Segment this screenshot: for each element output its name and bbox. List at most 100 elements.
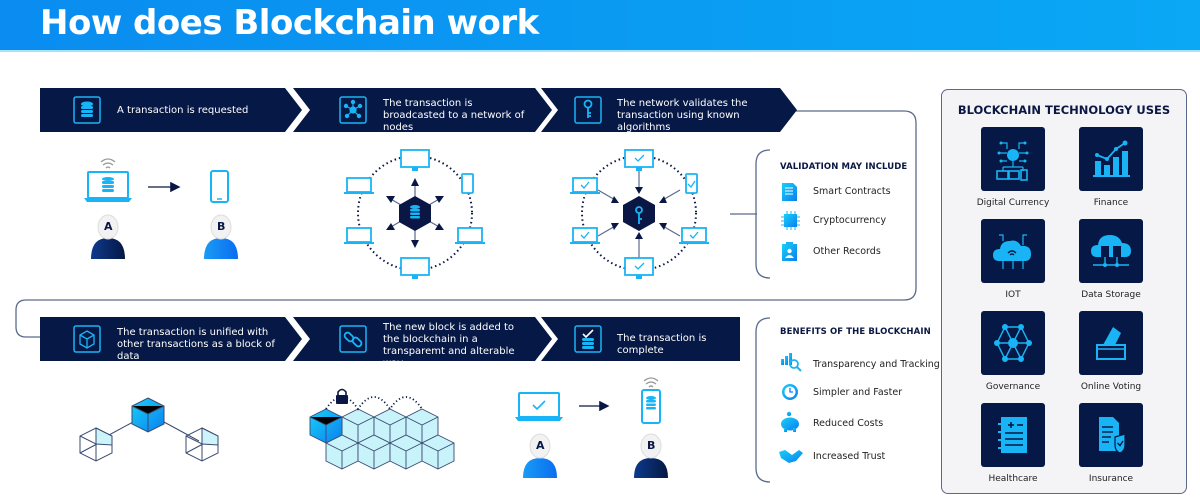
step-chevron-5	[293, 317, 552, 361]
step-chevron-2	[293, 88, 552, 132]
benefit-item: Increased Trust	[813, 451, 886, 462]
wifi-icon	[643, 377, 659, 388]
use-tile-healthcare	[981, 403, 1045, 467]
validation-item: Other Records	[813, 246, 881, 257]
step-bar-row-1	[40, 88, 797, 132]
uses-title: BLOCKCHAIN TECHNOLOGY USES	[957, 103, 1171, 117]
person-a-label: A	[104, 220, 113, 233]
smart-contract-icon	[782, 183, 797, 201]
benefit-item: Transparency and Tracking	[813, 359, 940, 370]
step-5-icon-box	[339, 325, 367, 353]
validation-panel-frame	[755, 149, 771, 279]
use-label: IOT	[1005, 290, 1021, 300]
uses-panel: BLOCKCHAIN TECHNOLOGY USES Digital Curre…	[941, 89, 1187, 494]
clock-icon	[782, 384, 798, 400]
medical-record-icon	[998, 417, 1027, 453]
validation-item: Smart Contracts	[813, 186, 891, 197]
key-icon	[583, 99, 593, 118]
cube-icon	[79, 330, 95, 349]
ballot-box-icon	[1096, 327, 1126, 360]
use-label: Digital Currency	[976, 198, 1050, 208]
network-nodes-icon	[343, 99, 363, 119]
person-b-avatar	[204, 214, 238, 259]
benefit-item: Simpler and Faster	[813, 387, 903, 398]
person-a-avatar	[523, 433, 557, 478]
highlighted-block	[309, 408, 343, 444]
use-label: Online Voting	[1080, 382, 1142, 392]
data-storage-icon	[1091, 235, 1131, 267]
use-tile-digital-currency	[981, 127, 1045, 191]
step-5-text: The new block is added to the blockchain…	[383, 322, 515, 369]
chain-dotted-arcs	[325, 396, 423, 411]
wireframe-block-left	[79, 427, 113, 462]
use-label: Data Storage	[1081, 290, 1141, 300]
handshake-icon	[779, 450, 803, 463]
person-b-avatar	[634, 433, 668, 478]
use-tile-insurance	[1079, 403, 1143, 467]
person-a-label: A	[536, 439, 545, 452]
insurance-doc-icon	[1099, 417, 1126, 454]
digital-currency-icon	[996, 141, 1029, 181]
use-tile-data-storage	[1079, 219, 1143, 283]
database-check-icon	[582, 329, 594, 349]
use-tile-iot	[981, 219, 1045, 283]
step-chevron-3	[541, 88, 797, 132]
blockchain-grid-illustration	[309, 388, 455, 470]
receiver-phone-illustration	[210, 170, 229, 203]
step-1-text: A transaction is requested	[117, 105, 249, 116]
database-icon	[102, 177, 114, 192]
record-badge-icon	[782, 242, 797, 261]
finance-chart-icon	[1093, 140, 1130, 177]
piggy-bank-icon	[781, 411, 799, 432]
use-label: Insurance	[1088, 474, 1134, 484]
check-icon	[532, 400, 546, 411]
validation-network-illustration	[570, 149, 709, 279]
complete-laptop-illustration	[515, 392, 563, 421]
use-tile-finance	[1079, 127, 1143, 191]
crypto-chip-icon	[781, 211, 800, 230]
use-tile-online-voting	[1079, 311, 1143, 375]
wireframe-block-right	[185, 427, 219, 462]
step-2-icon-box	[339, 96, 367, 124]
highlighted-block	[131, 397, 165, 433]
benefit-item: Reduced Costs	[813, 418, 884, 429]
step-4-icon-box	[73, 325, 101, 353]
step-4-text: The transaction is unified with other tr…	[117, 327, 275, 362]
sender-laptop-illustration	[84, 158, 132, 202]
use-label: Healthcare	[988, 474, 1038, 484]
lock-icon	[336, 388, 348, 404]
step-3-icon-box	[574, 96, 602, 124]
benefits-title: BENEFITS OF THE BLOCKCHAIN	[780, 327, 931, 337]
step-bar-row-2	[40, 317, 740, 361]
iot-cloud-icon	[993, 234, 1031, 269]
step-2-text: The transaction is broadcasted to a netw…	[383, 98, 525, 133]
step-chevron-1	[40, 88, 302, 132]
step-6-text: The transaction is complete	[617, 333, 707, 356]
use-label: Finance	[1093, 198, 1129, 208]
step-chevron-6	[541, 317, 740, 361]
header-banner: How does Blockchain work	[0, 0, 1200, 50]
header-underline	[0, 50, 1200, 52]
validation-title: VALIDATION MAY INCLUDE	[780, 162, 908, 172]
chain-link-icon	[343, 331, 363, 348]
step-6-icon-box	[574, 325, 602, 353]
use-tile-governance	[981, 311, 1045, 375]
wifi-icon	[100, 158, 116, 169]
check-marks	[580, 154, 699, 270]
step-1-icon-box	[73, 96, 101, 124]
person-b-label: B	[217, 220, 226, 233]
broadcast-network-illustration	[344, 149, 485, 279]
database-icon	[646, 396, 656, 410]
step-chevron-4	[40, 317, 302, 361]
connector-lines	[15, 110, 917, 338]
person-b-label: B	[647, 439, 656, 452]
use-label: Governance	[985, 382, 1041, 392]
block-unification-illustration	[79, 397, 219, 462]
benefits-panel-frame	[755, 317, 771, 483]
page-title: How does Blockchain work	[40, 3, 539, 43]
database-icon	[81, 101, 93, 117]
chart-search-icon	[781, 353, 802, 372]
step-3-text: The network validates the transaction us…	[617, 98, 748, 133]
key-icon	[635, 206, 643, 224]
